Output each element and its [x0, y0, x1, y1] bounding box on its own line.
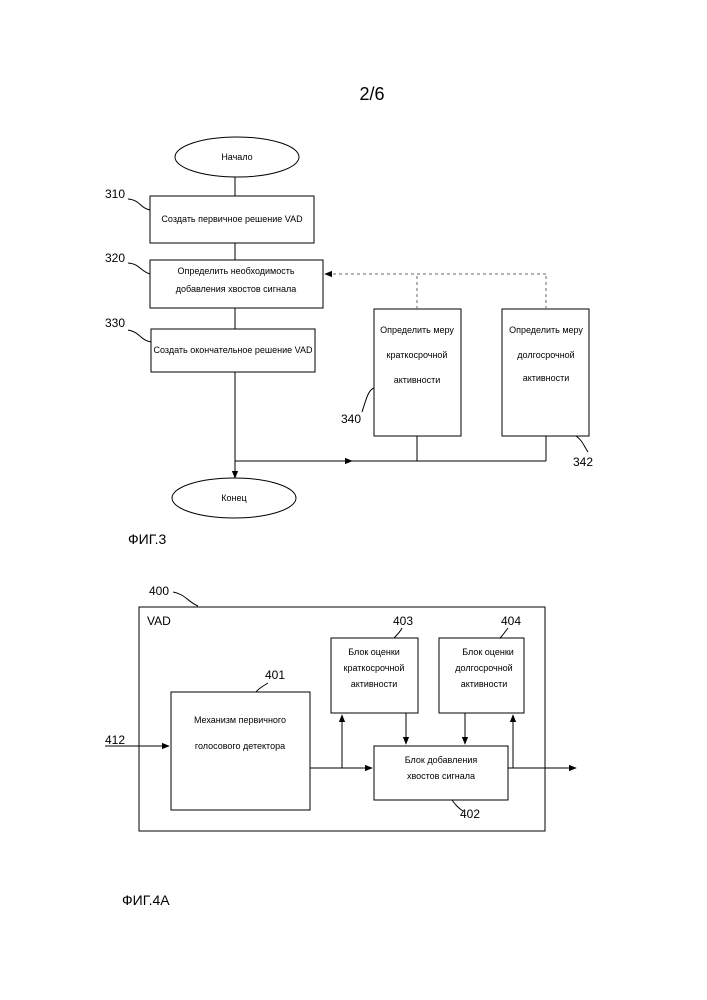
fig3-ref-310: 310: [105, 187, 125, 201]
fig3-caption: ФИГ.3: [128, 531, 166, 547]
fig4a-block-403-line3: активности: [351, 679, 398, 689]
fig4a-block-402-line1: Блок добавления: [405, 755, 478, 765]
fig3-flowchart: Начало Создать первичное решение VAD 310…: [105, 137, 593, 547]
fig4a-block-404-line2: долгосрочной: [455, 663, 512, 673]
fig3-step-320-line2: добавления хвостов сигнала: [176, 284, 296, 294]
fig3-step-342-line2: долгосрочной: [517, 350, 574, 360]
fig3-step-320-line1: Определить необходимость: [177, 266, 294, 276]
fig4a-block-404-line3: активности: [461, 679, 508, 689]
fig3-ref-340: 340: [341, 412, 361, 426]
fig4a-ref-412: 412: [105, 733, 125, 747]
fig3-ref-342: 342: [573, 455, 593, 469]
fig4a-ref-401: 401: [265, 668, 285, 682]
fig4a-block-404-line1: Блок оценки: [462, 647, 514, 657]
fig3-step-342-line3: активности: [523, 373, 570, 383]
fig3-start-label: Начало: [221, 152, 252, 162]
fig4a-block-401-line1: Механизм первичного: [194, 715, 286, 725]
fig4a-vad-label: VAD: [147, 614, 171, 628]
fig3-step-340-line3: активности: [394, 375, 441, 385]
fig4a-ref-404: 404: [501, 614, 521, 628]
fig4a-ref-403: 403: [393, 614, 413, 628]
fig3-ref-330: 330: [105, 316, 125, 330]
fig4a-block-402-line2: хвостов сигнала: [407, 771, 475, 781]
fig4a-block-403-line1: Блок оценки: [348, 647, 400, 657]
fig3-ref-320: 320: [105, 251, 125, 265]
page-number: 2/6: [359, 84, 384, 104]
fig4a-block-401: [171, 692, 310, 810]
fig4a-block-403-line2: краткосрочной: [344, 663, 405, 673]
fig3-end-label: Конец: [221, 493, 246, 503]
fig3-step-340-line1: Определить меру: [380, 325, 454, 335]
fig4a-caption: ФИГ.4А: [122, 892, 170, 908]
fig3-step-310-label: Создать первичное решение VAD: [161, 214, 303, 224]
fig3-step-342-line1: Определить меру: [509, 325, 583, 335]
fig4a-block-diagram: 400 VAD Механизм первичного голосового д…: [105, 584, 576, 908]
fig3-step-330-label: Создать окончательное решение VAD: [154, 345, 313, 355]
fig3-step-340-line2: краткосрочной: [387, 350, 448, 360]
fig4a-ref-402: 402: [460, 807, 480, 821]
fig4a-ref-400: 400: [149, 584, 169, 598]
fig4a-block-401-line2: голосового детектора: [195, 741, 285, 751]
